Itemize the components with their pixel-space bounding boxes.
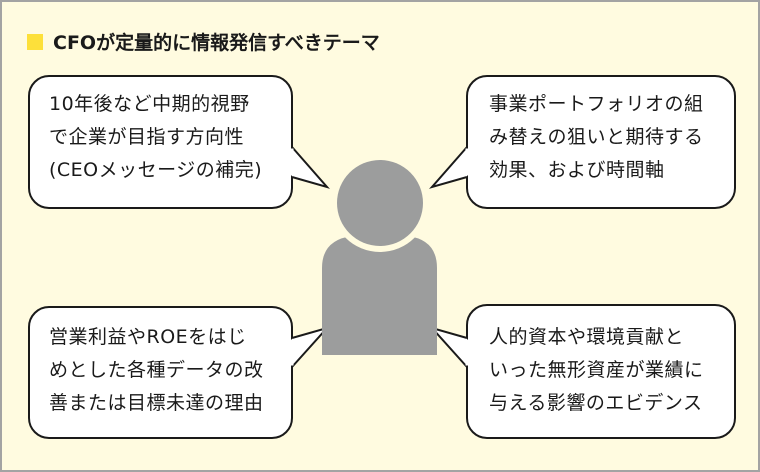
bubble-text-top-right: 事業ポートフォリオの組 み替えの狙いと期待する 効果、および時間軸 bbox=[489, 88, 704, 187]
bubble-text-bottom-right: 人的資本や環境貢献と いった無形資産が業績に 与える影響のエビデンス bbox=[489, 321, 704, 420]
bubble-text-bottom-left: 営業利益やROEをはじ めとした各種データの改 善または目標未達の理由 bbox=[49, 321, 264, 420]
speech-bubble-bottom-left bbox=[28, 306, 331, 439]
bubble-line: で企業が目指す方向性 bbox=[49, 126, 245, 148]
bubble-line: 効果、および時間軸 bbox=[489, 159, 665, 181]
yellow-square-icon bbox=[27, 33, 43, 50]
diagram-title: CFOが定量的に情報発信すべきテーマ bbox=[27, 28, 380, 55]
bubble-line: 善または目標未達の理由 bbox=[49, 392, 264, 414]
speech-bubble-top-right bbox=[429, 75, 736, 209]
title-text: CFOが定量的に情報発信すべきテーマ bbox=[53, 32, 380, 54]
bubble-line: み替えの狙いと期待する bbox=[489, 126, 704, 148]
bubble-line: 10年後など中期的視野 bbox=[49, 93, 250, 115]
bubble-line: 人的資本や環境貢献と bbox=[489, 326, 685, 348]
bubble-line: めとした各種データの改 bbox=[49, 359, 264, 381]
bubble-line: 営業利益やROEをはじ bbox=[49, 326, 247, 348]
bubble-line: (CEOメッセージの補完) bbox=[49, 159, 263, 181]
speech-bubble-top-left bbox=[28, 75, 330, 209]
bubble-line: 事業ポートフォリオの組 bbox=[489, 93, 704, 115]
bubble-text-top-left: 10年後など中期的視野 で企業が目指す方向性 (CEOメッセージの補完) bbox=[49, 88, 262, 187]
person-icon bbox=[322, 154, 437, 355]
bubble-line: 与える影響のエビデンス bbox=[489, 392, 703, 414]
bubble-line: いった無形資産が業績に bbox=[489, 359, 704, 381]
speech-bubble-bottom-right bbox=[428, 304, 736, 439]
